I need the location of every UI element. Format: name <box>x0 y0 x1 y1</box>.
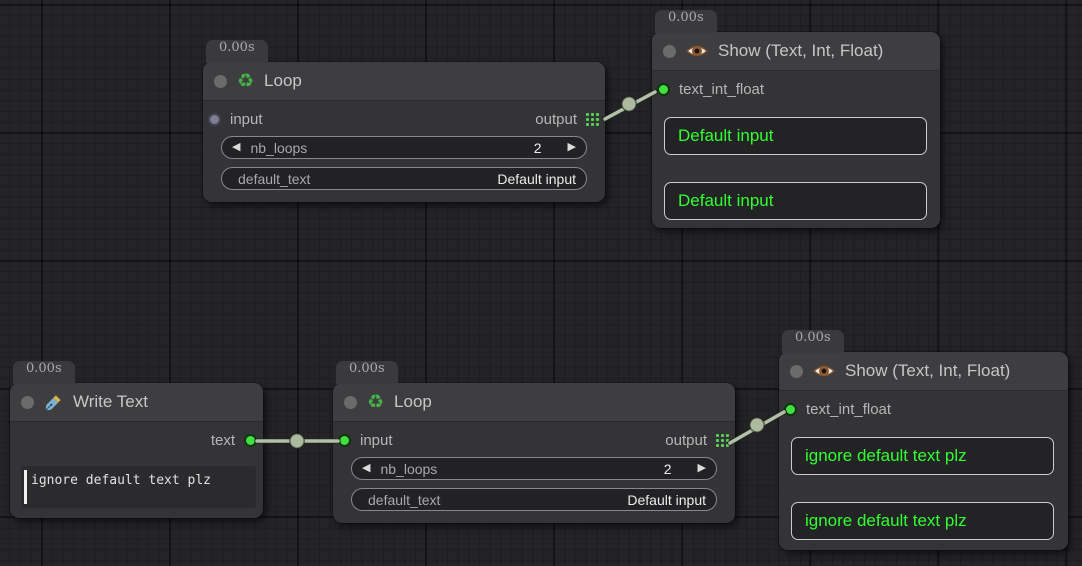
input-slot-label: text_int_float <box>679 80 765 98</box>
output-slot[interactable]: output <box>535 111 599 128</box>
increment-arrow-icon[interactable]: ▶ <box>697 462 706 474</box>
node-write-text[interactable]: 0.00s Write Text text ignore default tex… <box>10 361 263 518</box>
widget-value: 2 <box>663 460 672 477</box>
output-grid-socket[interactable] <box>586 112 599 126</box>
output-slot-label: output <box>665 431 707 449</box>
text-cursor <box>24 470 27 504</box>
nb-loops-widget[interactable]: ◀ nb_loops 2 ▶ <box>221 136 587 159</box>
recycle-icon: ♻ <box>367 391 385 413</box>
output-slot-label: output <box>535 110 577 128</box>
default-text-widget[interactable]: default_text Default input <box>221 167 587 190</box>
widget-label: default_text <box>238 170 311 187</box>
display-value-box: ignore default text plz <box>791 437 1054 475</box>
increment-arrow-icon[interactable]: ▶ <box>567 141 576 153</box>
node-header[interactable]: Show (Text, Int, Float) <box>779 352 1068 391</box>
node-title: Write Text <box>73 392 148 411</box>
output-grid-socket[interactable] <box>716 433 729 447</box>
widget-value: 2 <box>533 139 542 156</box>
output-slot[interactable]: text <box>211 432 257 449</box>
node-header[interactable]: ♻ Loop <box>333 383 735 422</box>
node-loop-top[interactable]: 0.00s ♻ Loop input output ◀ nb_loops 2 ▶ <box>203 40 605 202</box>
link-line[interactable] <box>727 409 787 446</box>
link-line[interactable] <box>728 410 786 445</box>
collapse-toggle[interactable] <box>21 395 34 409</box>
execution-time-badge: 0.00s <box>206 40 268 63</box>
widget-value: Default input <box>627 491 706 508</box>
execution-time-badge: 0.00s <box>13 361 75 384</box>
collapse-toggle[interactable] <box>214 74 227 88</box>
input-socket[interactable] <box>208 112 221 126</box>
node-title: Show (Text, Int, Float) <box>845 361 1011 380</box>
execution-time-badge: 0.00s <box>782 330 844 353</box>
input-slot-label: text_int_float <box>806 400 892 418</box>
link-midpoint-dot[interactable] <box>749 417 765 433</box>
collapse-toggle[interactable] <box>663 44 676 58</box>
node-show-top[interactable]: 0.00s Show (Text, Int, Float) text_int_f… <box>652 10 940 228</box>
widget-label: nb_loops <box>250 139 308 156</box>
widget-label: nb_loops <box>380 460 438 477</box>
output-slot[interactable]: output <box>665 432 729 449</box>
nb-loops-widget[interactable]: ◀ nb_loops 2 ▶ <box>351 457 717 480</box>
input-slot-label: input <box>360 431 393 449</box>
link-line[interactable] <box>603 90 657 121</box>
input-slot[interactable]: input <box>338 432 393 449</box>
eye-icon <box>686 45 708 57</box>
collapse-toggle[interactable] <box>344 395 357 409</box>
node-header[interactable]: Show (Text, Int, Float) <box>652 32 940 71</box>
pen-icon <box>45 393 63 410</box>
text-input-value: ignore default text plz <box>31 473 212 488</box>
execution-time-badge: 0.00s <box>655 10 717 33</box>
link-line[interactable] <box>602 89 658 122</box>
node-title: Loop <box>264 71 302 90</box>
decrement-arrow-icon[interactable]: ◀ <box>232 141 241 153</box>
input-slot[interactable]: text_int_float <box>657 81 764 98</box>
display-value-box: Default input <box>664 117 927 155</box>
output-socket[interactable] <box>244 433 257 447</box>
node-title: Show (Text, Int, Float) <box>718 41 884 60</box>
execution-time-badge: 0.00s <box>336 361 398 384</box>
node-title: Loop <box>394 392 432 411</box>
recycle-icon: ♻ <box>237 70 255 92</box>
display-value-box: Default input <box>664 182 927 220</box>
input-slot[interactable]: text_int_float <box>784 401 891 418</box>
decrement-arrow-icon[interactable]: ◀ <box>362 462 371 474</box>
link-midpoint-dot[interactable] <box>621 96 637 112</box>
node-header[interactable]: ♻ Loop <box>203 62 605 101</box>
collapse-toggle[interactable] <box>790 364 803 378</box>
widget-label: default_text <box>368 491 441 508</box>
input-slot-label: input <box>230 110 263 128</box>
display-value-box: ignore default text plz <box>791 502 1054 540</box>
input-socket[interactable] <box>784 402 797 416</box>
text-input-area[interactable]: ignore default text plz <box>21 466 256 508</box>
eye-icon <box>813 365 835 377</box>
input-slot[interactable]: input <box>208 111 263 128</box>
node-header[interactable]: Write Text <box>10 383 263 422</box>
input-socket[interactable] <box>657 82 670 96</box>
widget-value: Default input <box>497 170 576 187</box>
output-slot-label: text <box>210 431 235 449</box>
node-loop-bottom[interactable]: 0.00s ♻ Loop input output ◀ nb_loops 2 ▶ <box>333 361 735 523</box>
link-midpoint-dot[interactable] <box>289 433 305 449</box>
node-show-bottom[interactable]: 0.00s Show (Text, Int, Float) text_int_f… <box>779 330 1068 550</box>
input-socket[interactable] <box>338 433 351 447</box>
default-text-widget[interactable]: default_text Default input <box>351 488 717 511</box>
